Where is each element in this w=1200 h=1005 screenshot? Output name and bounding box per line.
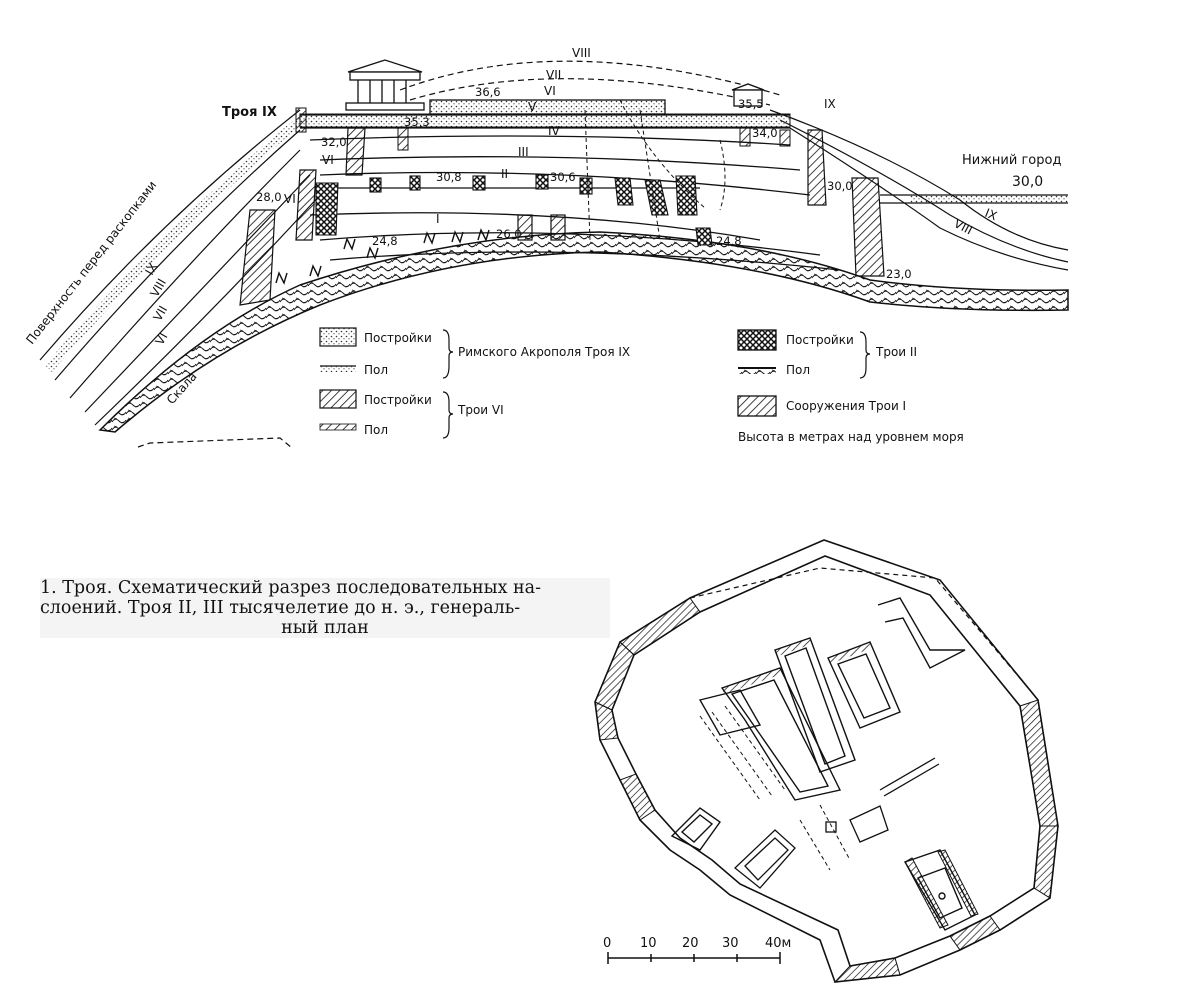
elev-30-6: 30,6 — [550, 170, 576, 184]
elev-34-0: 34,0 — [752, 126, 778, 140]
legend-troy6-buildings: Постройки — [364, 393, 432, 407]
legend-troy2-buildings: Постройки — [786, 333, 854, 347]
elev-26-0: 26,0 — [496, 227, 522, 241]
scale-0: 0 — [603, 936, 611, 951]
roman-platform — [429, 99, 666, 115]
bedrock — [98, 231, 1069, 433]
scale-bar — [607, 952, 781, 964]
elev-28-0: 28,0 — [256, 190, 282, 204]
scale-30: 30 — [722, 936, 739, 951]
label-i: I — [436, 212, 440, 226]
elev-32-0: 32,0 — [321, 135, 347, 149]
elev-30-0-b: 30,0 — [1012, 174, 1043, 190]
label-iv: IV — [548, 124, 561, 138]
elev-35-3: 35,3 — [404, 115, 430, 129]
central-complex — [734, 757, 940, 889]
cross-section-diagram: VIII VII VI V IV III II I VI VI IX VIII … — [23, 46, 1069, 449]
left-slope-strata — [39, 109, 321, 426]
elev-24-8-a: 24,8 — [372, 234, 398, 248]
elev-35-5: 35,5 — [738, 97, 764, 111]
label-viii-top: VIII — [572, 46, 591, 60]
legend: Постройки Пол Римского Акрополя Троя IX … — [319, 327, 964, 444]
legend-troy2-floor: Пол — [786, 363, 810, 377]
label-viii-slope: VIII — [147, 276, 169, 299]
fortification-wall — [594, 539, 1059, 983]
label-lower-town: Нижний город — [962, 153, 1061, 168]
label-vii-top: VII — [546, 68, 561, 82]
scale-40m: 40м — [765, 936, 791, 951]
scale-10: 10 — [640, 936, 657, 951]
temple-left-icon — [345, 59, 425, 111]
legend-troy2-group: Трои II — [875, 345, 917, 359]
troy2-buildings — [315, 174, 713, 246]
label-ii: II — [501, 167, 508, 181]
caption-line-3: ный план — [281, 618, 369, 638]
caption-line-2: слоений. Троя II, III тысячелетие до н. … — [40, 598, 521, 618]
elev-23-0: 23,0 — [886, 267, 912, 281]
elev-30-8: 30,8 — [436, 170, 462, 184]
figure-caption: 1. Троя. Схематический разрез последоват… — [40, 578, 610, 638]
troy6-walls — [239, 127, 885, 306]
label-troy-ix: Троя IX — [222, 105, 277, 120]
label-ix-right2: IX — [983, 206, 999, 223]
troy1-marks — [275, 228, 490, 285]
label-iii: III — [518, 145, 529, 159]
label-vi-top: VI — [544, 84, 556, 98]
legend-troy6-group: Трои VI — [457, 403, 504, 417]
legend-roman-floor: Пол — [364, 363, 388, 377]
general-plan-diagram: 0 10 20 30 40м — [594, 539, 1059, 983]
label-ix-right: IX — [824, 97, 836, 111]
label-vii-slope: VII — [150, 303, 170, 323]
elev-24-8-b: 24,8 — [716, 234, 742, 248]
temple-right-icon — [731, 83, 765, 107]
label-v: V — [528, 100, 537, 114]
gate-structures — [670, 807, 976, 931]
legend-troy1-structures: Сооружения Трои I — [786, 399, 906, 413]
label-vi-slope: VI — [152, 330, 170, 347]
legend-troy6-floor: Пол — [364, 423, 388, 437]
scale-20: 20 — [682, 936, 699, 951]
elev-36-6: 36,6 — [475, 85, 501, 99]
legend-height-note: Высота в метрах над уровнем моря — [738, 430, 964, 444]
megaron-buildings — [698, 597, 966, 801]
label-vi-left-b: VI — [284, 192, 296, 206]
legend-roman-group: Римского Акрополя Троя IX — [458, 345, 630, 359]
legend-roman-buildings: Постройки — [364, 331, 432, 345]
caption-line-1: 1. Троя. Схематический разрез последоват… — [40, 578, 542, 598]
label-viii-right: VIII — [952, 216, 975, 237]
elev-30-0-a: 30,0 — [827, 179, 853, 193]
label-vi-left-a: VI — [322, 153, 334, 167]
